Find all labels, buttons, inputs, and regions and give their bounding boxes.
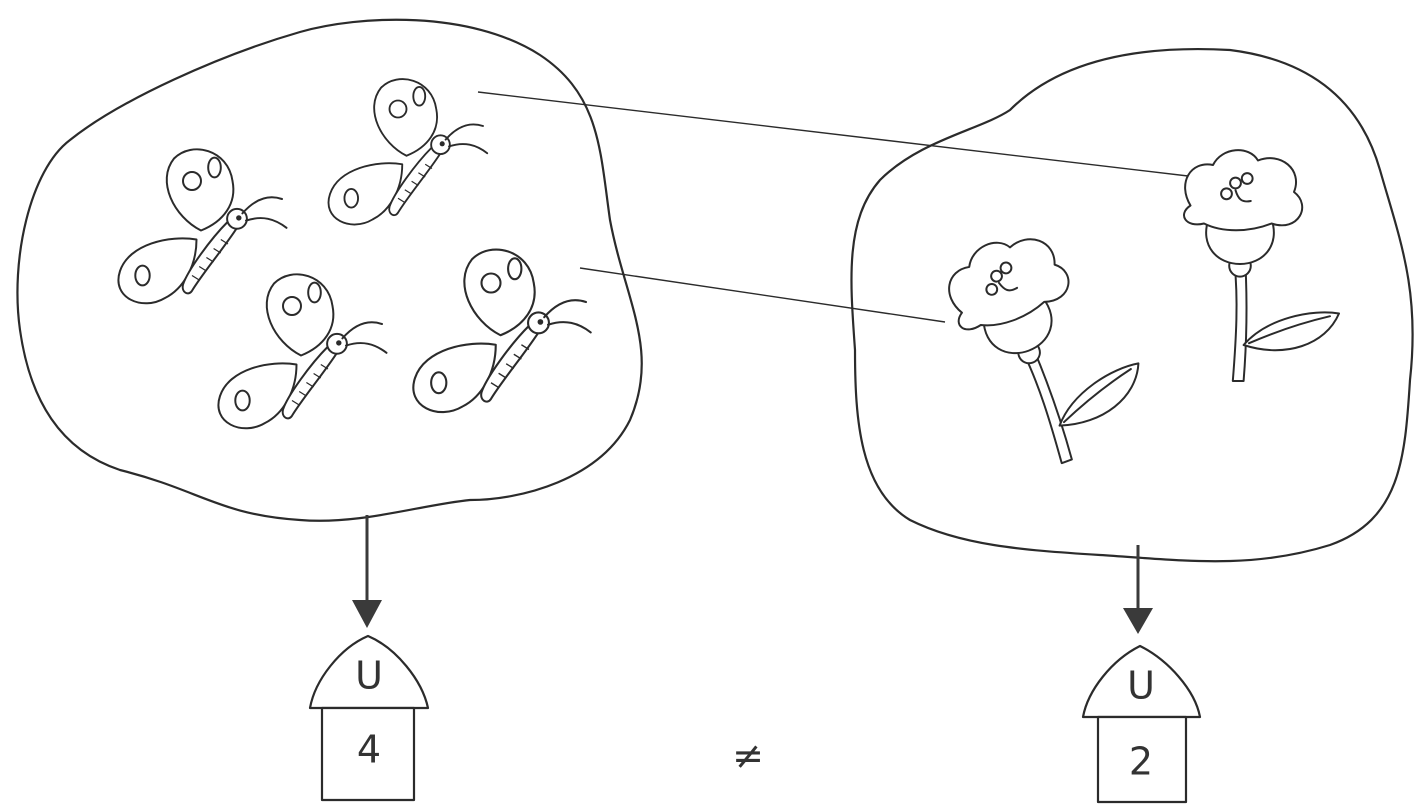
left-count-house: U 4: [310, 636, 428, 800]
flower-icon: [937, 210, 1162, 480]
butterfly-icon: [218, 274, 386, 428]
left-roof-letter: U: [355, 654, 383, 698]
right-roof-letter: U: [1127, 664, 1155, 708]
left-set-boundary: [17, 20, 641, 521]
right-count-label: 2: [1129, 740, 1153, 784]
right-count-house: U 2: [1083, 646, 1200, 802]
butterfly-icon: [329, 79, 488, 224]
not-equal-symbol: ≠: [732, 734, 764, 778]
flower-icon: [1184, 150, 1339, 381]
match-line: [478, 92, 1188, 176]
left-arrow-head: [352, 600, 382, 628]
right-set-boundary: [851, 49, 1412, 561]
left-count-label: 4: [357, 728, 381, 772]
right-arrow-head: [1123, 608, 1153, 634]
butterfly-icon: [118, 149, 286, 303]
butterfly-icon: [413, 250, 590, 413]
